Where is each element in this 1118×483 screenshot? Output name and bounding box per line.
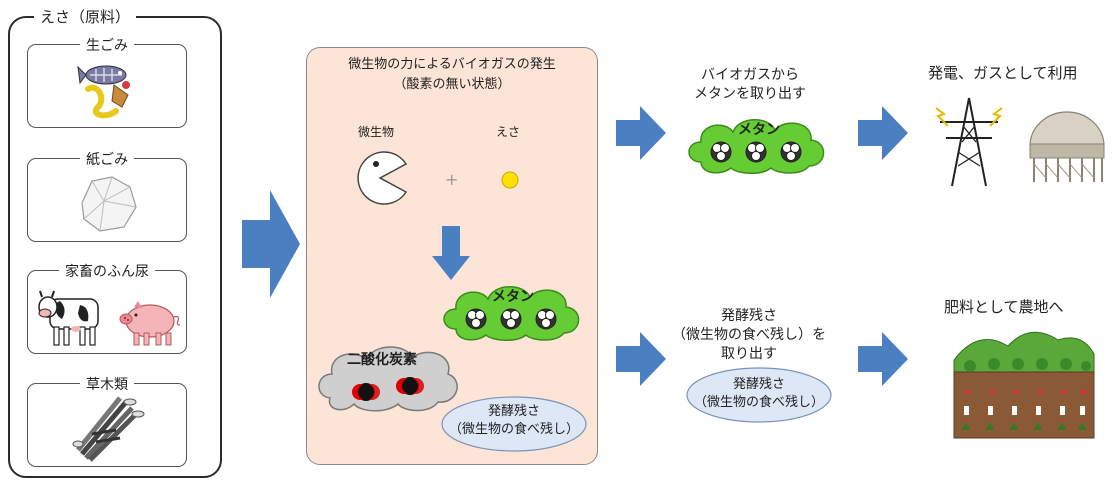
residue-process-line1: 発酵残さ <box>487 404 540 419</box>
residue-ellipse-lower <box>686 367 832 423</box>
feedstock-card-manure: 家畜のふん尿 <box>27 261 187 354</box>
plus-sign: + <box>445 170 459 189</box>
flow-arrow-feed-to-process <box>242 190 300 298</box>
feedstock-label-grass: 草木類 <box>80 374 134 394</box>
use-title: 発電、ガスとして利用 <box>928 64 1078 82</box>
process-title-line2: （酸素の無い状態） <box>393 77 511 92</box>
microbe-label: 微生物 <box>358 125 395 139</box>
feedstock-label-food: 生ごみ <box>80 35 134 55</box>
flow-arrow-upper-2 <box>858 106 908 160</box>
grass-bundle-icon <box>72 396 145 462</box>
residue-process-line2: （微生物の食べ残し） <box>448 422 579 437</box>
flow-arrow-lower-1 <box>616 332 666 386</box>
farm-title: 肥料として農地へ <box>944 298 1064 316</box>
farmland-icon <box>953 331 1095 439</box>
residue-lower-line1: 発酵残さ <box>732 377 785 392</box>
feed-label: えさ <box>496 125 521 139</box>
methane-label-process: メタン <box>492 289 534 305</box>
feedstock-label-manure: 家畜のふん尿 <box>59 261 155 281</box>
feedstock-card-paper: 紙ごみ <box>27 149 187 242</box>
feedstock-title: えさ（原料） <box>34 6 137 27</box>
methane-cloud-process <box>443 286 580 341</box>
feedstock-card-food: 生ごみ <box>27 35 187 128</box>
gas-tank-icon <box>1029 111 1105 182</box>
pacman-microbe-icon <box>357 151 408 205</box>
paper-waste-icon <box>81 176 137 232</box>
upper-extract-line2: メタンを取り出す <box>694 86 806 102</box>
pig-icon <box>119 301 180 346</box>
process-title-line1: 微生物の力によるバイオガスの発生 <box>348 57 556 72</box>
flow-arrow-lower-2 <box>858 332 908 386</box>
methane-label-upper: メタン <box>738 122 780 138</box>
process-down-arrow <box>432 226 470 280</box>
residue-lower-line2: （微生物の食べ残し） <box>693 395 824 410</box>
lower-extract-line1: 発酵残さ <box>721 308 777 324</box>
lower-extract-line3: 取り出す <box>721 346 777 362</box>
food-waste-icon <box>77 65 130 119</box>
methane-cloud-upper <box>688 119 825 174</box>
power-tower-icon <box>935 97 1003 187</box>
cow-icon <box>38 290 99 346</box>
residue-ellipse-process <box>441 396 587 452</box>
co2-label: 二酸化炭素 <box>347 352 417 368</box>
feedstock-card-grass: 草木類 <box>27 374 187 467</box>
lower-extract-line2: （微生物の食べ残し）を <box>672 327 826 343</box>
upper-extract-line1: バイオガスから <box>701 67 799 83</box>
co2-cloud <box>318 346 458 412</box>
flow-arrow-upper-1 <box>616 106 666 160</box>
feed-dot-icon <box>501 171 519 189</box>
feedstock-label-paper: 紙ごみ <box>80 149 134 169</box>
